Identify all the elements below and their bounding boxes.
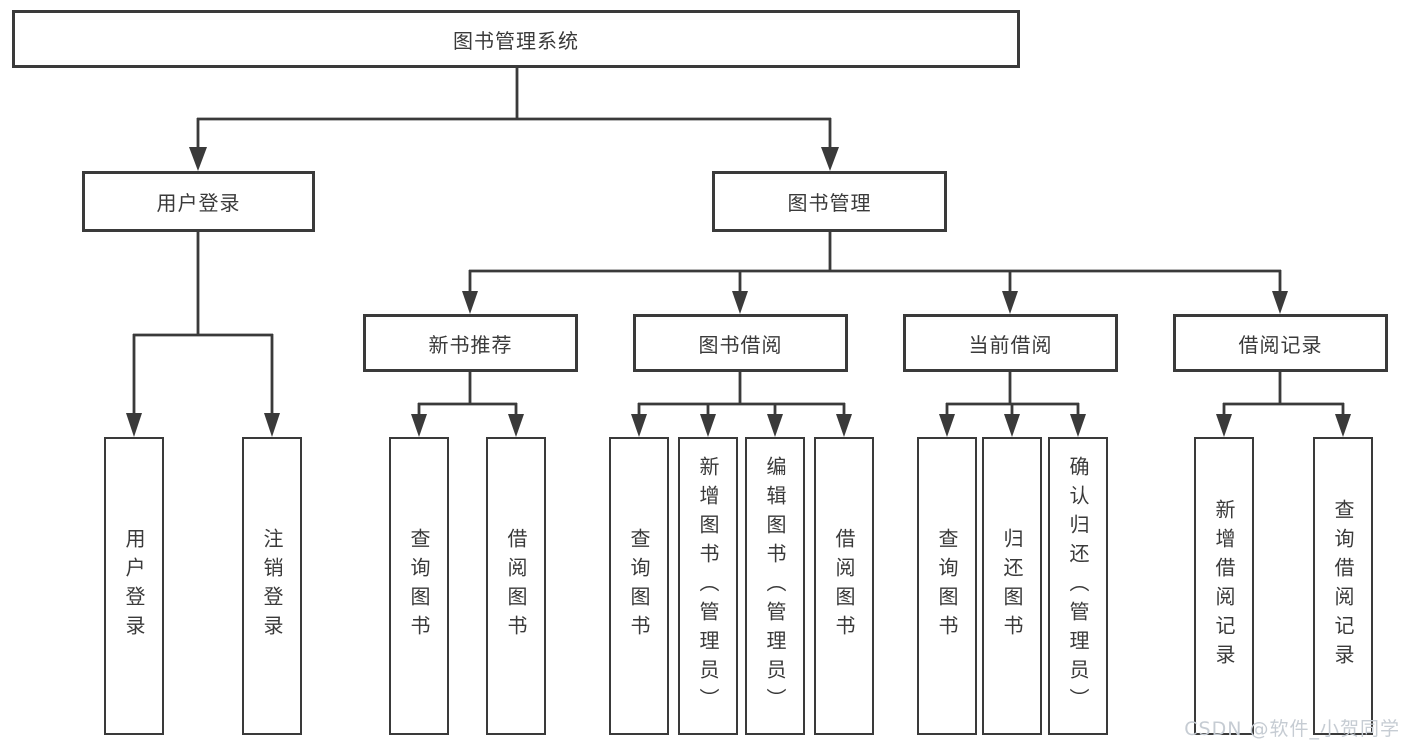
leaf-label: 新增借阅记录 bbox=[1212, 499, 1236, 673]
node-label: 图书管理 bbox=[787, 191, 872, 215]
node-book-borrow: 图书借阅 bbox=[633, 314, 848, 372]
leaf-label: 用户登录 bbox=[122, 528, 146, 644]
node-label: 当前借阅 bbox=[968, 332, 1053, 357]
leaf-borrow-books-recommend: 借阅图书 bbox=[486, 437, 546, 735]
leaf-query-books-current: 查询图书 bbox=[917, 437, 977, 735]
node-borrow-records: 借阅记录 bbox=[1173, 314, 1388, 372]
leaf-label: 确认归还（管理员） bbox=[1066, 455, 1090, 717]
leaf-label: 查询借阅记录 bbox=[1331, 499, 1355, 673]
node-label: 用户登录 bbox=[156, 191, 241, 215]
node-user-login: 用户登录 bbox=[82, 171, 315, 232]
node-root-system: 图书管理系统 bbox=[12, 10, 1020, 68]
leaf-query-books-recommend: 查询图书 bbox=[389, 437, 449, 735]
leaf-borrow-books-borrow: 借阅图书 bbox=[814, 437, 874, 735]
node-book-management: 图书管理 bbox=[712, 171, 947, 232]
leaf-label: 新增图书（管理员） bbox=[696, 455, 720, 717]
leaf-label: 查询图书 bbox=[407, 528, 431, 644]
leaf-label: 借阅图书 bbox=[504, 528, 528, 644]
leaf-label: 查询图书 bbox=[935, 528, 959, 644]
leaf-edit-book-admin: 编辑图书（管理员） bbox=[745, 437, 805, 735]
csdn-watermark: CSDN @软件_小贺同学 bbox=[1184, 718, 1400, 740]
leaf-return-book: 归还图书 bbox=[982, 437, 1042, 735]
leaf-add-borrow-record: 新增借阅记录 bbox=[1194, 437, 1254, 735]
node-new-book-recommend: 新书推荐 bbox=[363, 314, 578, 372]
node-current-borrow: 当前借阅 bbox=[903, 314, 1118, 372]
leaf-label: 注销登录 bbox=[260, 528, 284, 644]
node-label: 借阅记录 bbox=[1238, 332, 1323, 357]
leaf-label: 归还图书 bbox=[1000, 528, 1024, 644]
leaf-add-book-admin: 新增图书（管理员） bbox=[678, 437, 738, 735]
leaf-logout: 注销登录 bbox=[242, 437, 302, 735]
node-label: 图书管理系统 bbox=[453, 28, 579, 53]
leaf-label: 借阅图书 bbox=[832, 528, 856, 644]
leaf-confirm-return-admin: 确认归还（管理员） bbox=[1048, 437, 1108, 735]
node-label: 图书借阅 bbox=[698, 332, 783, 357]
arrowheads bbox=[126, 147, 1351, 437]
leaf-label: 编辑图书（管理员） bbox=[763, 455, 787, 717]
leaf-query-borrow-record: 查询借阅记录 bbox=[1313, 437, 1373, 735]
leaf-label: 查询图书 bbox=[627, 528, 651, 644]
leaf-query-books-borrow: 查询图书 bbox=[609, 437, 669, 735]
node-label: 新书推荐 bbox=[428, 332, 513, 357]
leaf-user-login: 用户登录 bbox=[104, 437, 164, 735]
